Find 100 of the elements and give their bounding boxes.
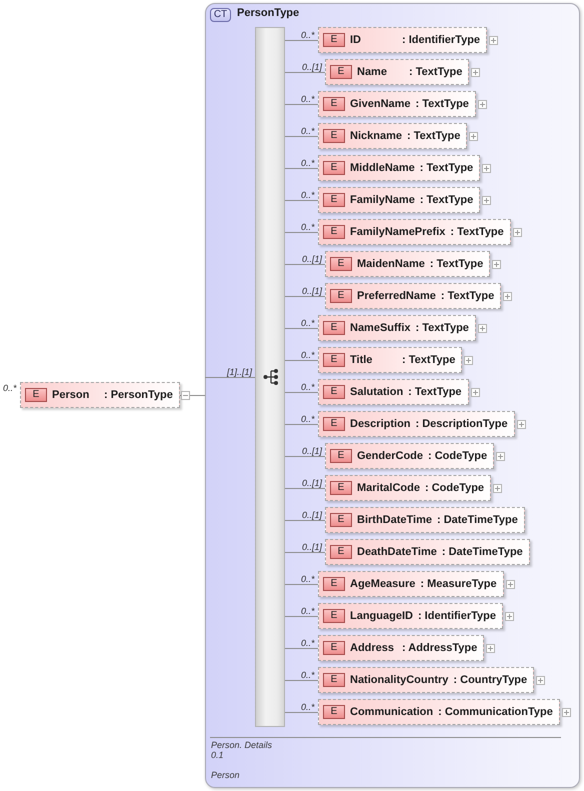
cardinality-label: 0..[1] (302, 286, 322, 296)
type-name: : DateTimeType (442, 546, 523, 558)
type-name: : DateTimeType (436, 514, 518, 526)
connector-line (284, 168, 318, 169)
cardinality-label: [1]..[1] (227, 367, 252, 377)
type-name: : TextType (406, 130, 460, 142)
element-box (325, 507, 525, 533)
connector-line (284, 360, 318, 361)
element-badge: E (323, 225, 345, 239)
element-name: DeathDateTime (357, 546, 437, 558)
type-name: : TextType (408, 386, 462, 398)
element-name: Name (357, 66, 387, 78)
element-box (318, 219, 511, 245)
type-name: : CodeType (424, 482, 484, 494)
connector-line (284, 552, 326, 553)
element-box (318, 315, 476, 341)
element-badge: E (330, 65, 352, 79)
cardinality-label: 0..* (301, 414, 315, 424)
element-box (325, 443, 494, 469)
element-badge: E (323, 705, 345, 719)
element-box (318, 123, 468, 149)
documentation-text: 0.1 (211, 750, 224, 760)
element-box (318, 347, 462, 373)
cardinality-label: 0..* (301, 30, 315, 40)
element-box (318, 379, 469, 405)
cardinality-label: 0..* (301, 670, 315, 680)
element-box (318, 571, 504, 597)
connector-line (284, 232, 318, 233)
cardinality-label: 0..[1] (302, 510, 322, 520)
cardinality-label: 0..* (301, 190, 315, 200)
element-name: GivenName (350, 98, 411, 110)
element-box (20, 382, 180, 408)
connector-line (284, 104, 318, 105)
element-badge: E (330, 513, 352, 527)
cardinality-label: 0..* (301, 158, 315, 168)
element-badge: E (330, 449, 352, 463)
cardinality-label: 0..* (301, 638, 315, 648)
element-name: Nickname (350, 130, 402, 142)
cardinality-label: 0..* (301, 318, 315, 328)
connector-line (284, 648, 318, 649)
element-name: MaritalCode (357, 482, 420, 494)
element-name: MiddleName (350, 162, 415, 174)
cardinality-label: 0..* (301, 702, 315, 712)
type-name: : TextType (416, 98, 469, 110)
element-badge: E (323, 161, 345, 175)
element-name: LanguageID (350, 610, 413, 622)
cardinality-label: 0..* (301, 222, 315, 232)
connector-line (284, 200, 318, 201)
connector-line (284, 712, 318, 713)
cardinality-label: 0..* (301, 606, 315, 616)
cardinality-label: 0..[1] (302, 542, 322, 552)
connector-line (284, 264, 326, 265)
cardinality-label: 0..[1] (302, 478, 322, 488)
element-box (318, 187, 480, 213)
element-name: PreferredName (357, 290, 436, 302)
type-name: : IdentifierType (418, 610, 496, 622)
element-box (325, 251, 490, 277)
complex-type-box (205, 3, 580, 788)
type-name: : CountryType (453, 674, 528, 686)
element-box (318, 635, 484, 661)
cardinality-label: 0..* (3, 383, 17, 393)
element-badge: E (323, 609, 345, 623)
type-name: : TextType (420, 194, 474, 206)
compositor-bar (255, 27, 285, 727)
element-badge: E (323, 129, 345, 143)
connector-line (284, 424, 318, 425)
element-box (318, 411, 515, 437)
element-badge: E (323, 673, 345, 687)
type-name: : TextType (420, 162, 474, 174)
element-badge: E (323, 97, 345, 111)
cardinality-label: 0..* (301, 574, 315, 584)
element-box (318, 155, 480, 181)
element-badge: E (323, 641, 345, 655)
element-name: FamilyNamePrefix (350, 226, 446, 238)
element-box (318, 667, 534, 693)
type-name: : PersonType (104, 388, 173, 402)
connector-line (284, 680, 318, 681)
element-badge: E (323, 33, 345, 47)
element-badge: E (323, 417, 345, 431)
element-box (325, 475, 492, 501)
element-badge: E (323, 353, 345, 367)
type-name: : CodeType (428, 450, 488, 462)
element-badge: E (323, 577, 345, 591)
element-box (325, 539, 530, 565)
element-name: AgeMeasure (350, 578, 416, 590)
element-name: NationalityCountry (350, 674, 448, 686)
element-badge: E (323, 193, 345, 207)
element-box (318, 27, 488, 53)
connector-line (284, 584, 318, 585)
connector-line (284, 40, 318, 41)
complex-type-badge: CT (210, 8, 231, 22)
connector-line (179, 395, 206, 396)
type-name: : TextType (450, 226, 504, 238)
element-box (325, 283, 502, 309)
element-badge: E (25, 388, 47, 402)
element-name: Person (52, 388, 90, 402)
connector-line (284, 520, 326, 521)
documentation-text: Person. Details (211, 740, 272, 750)
element-name: GenderCode (357, 450, 424, 462)
type-name: : AddressType (402, 642, 478, 654)
